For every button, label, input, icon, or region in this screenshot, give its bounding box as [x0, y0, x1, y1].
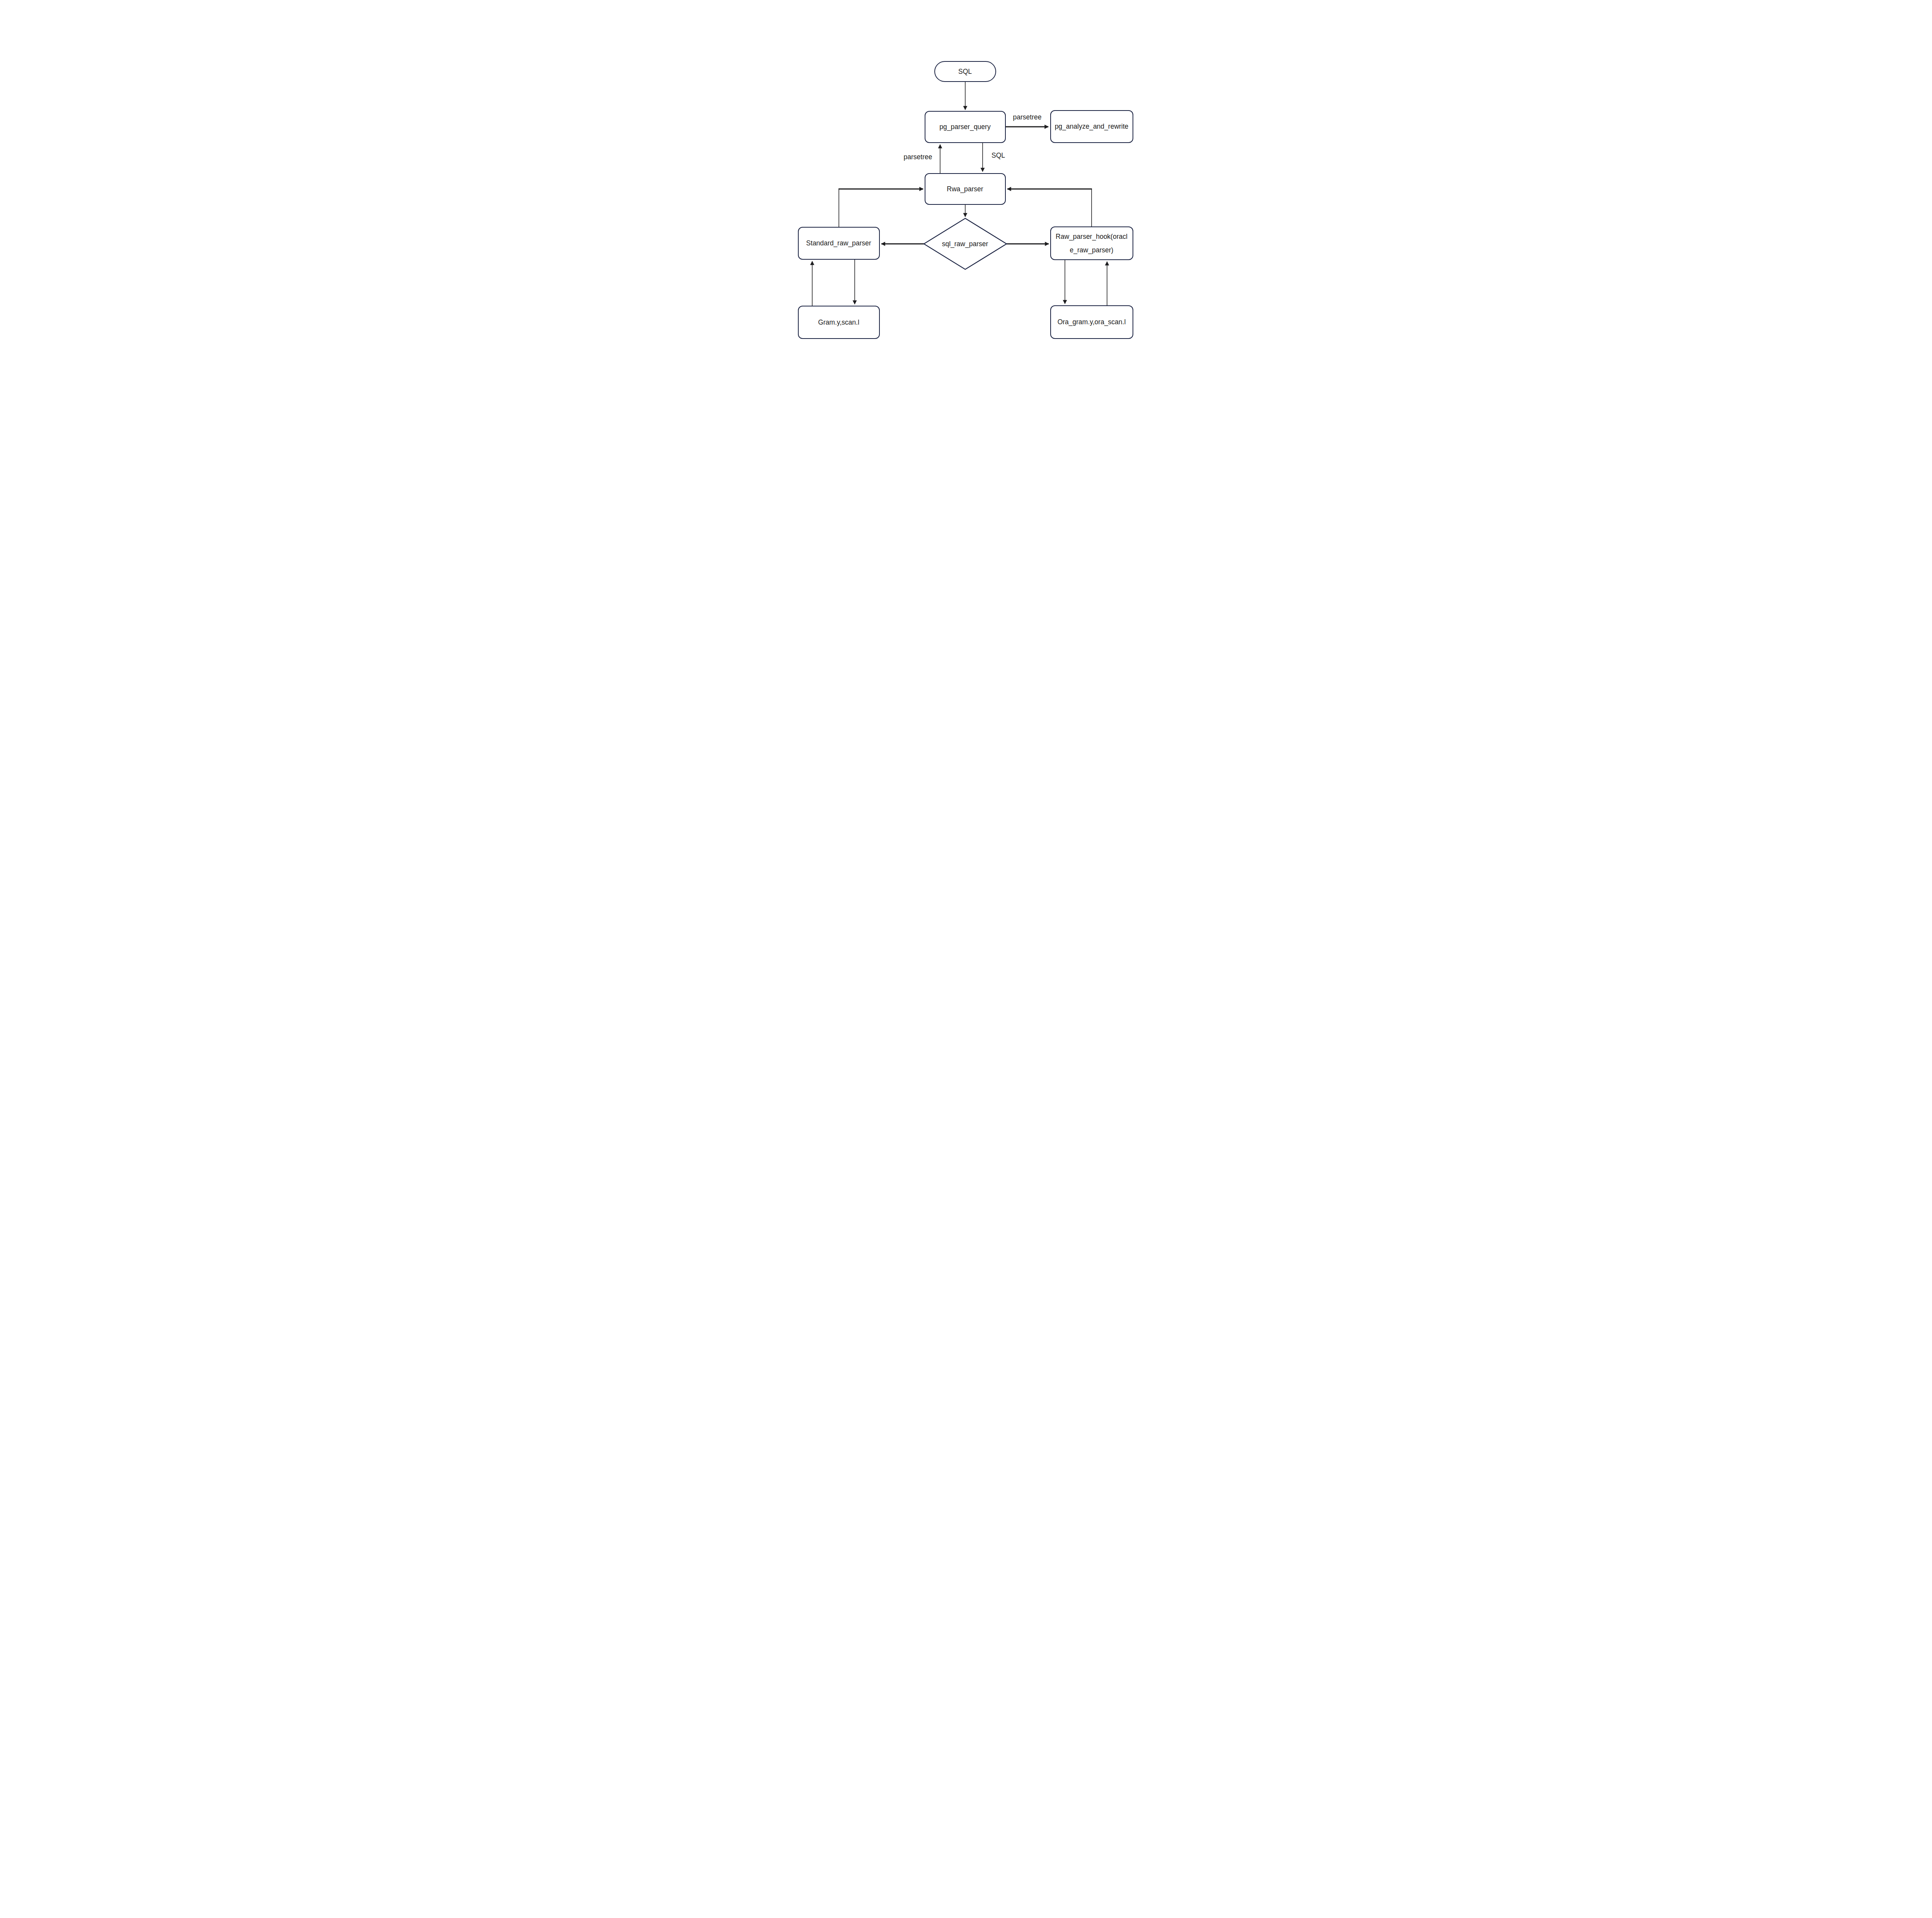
flowchart-canvas: SQL pg_parser_query pg_analyze_and_rewri… [668, 0, 1265, 422]
node-label: Raw_parser_hook(oracle_raw_parser) [1054, 230, 1129, 256]
node-label: SQL [958, 65, 972, 78]
node-label: pg_parser_query [939, 120, 990, 133]
node-pg-analyze-and-rewrite: pg_analyze_and_rewrite [1050, 110, 1133, 143]
node-sql-raw-parser: sql_raw_parser [924, 218, 1007, 269]
node-raw-parser-hook: Raw_parser_hook(oracle_raw_parser) [1050, 226, 1133, 260]
node-label: pg_analyze_and_rewrite [1055, 120, 1129, 133]
node-rwa-parser: Rwa_parser [925, 173, 1006, 205]
node-label: Standard_raw_parser [806, 237, 871, 250]
node-label: Ora_gram.y,ora_scan.l [1058, 315, 1126, 328]
node-label: Gram.y,scan.l [818, 316, 859, 329]
node-sql-start: SQL [934, 61, 996, 82]
node-standard-raw-parser: Standard_raw_parser [798, 227, 880, 260]
node-ora-gram-scan: Ora_gram.y,ora_scan.l [1050, 305, 1133, 339]
node-label: sql_raw_parser [942, 237, 988, 250]
node-label: Rwa_parser [947, 182, 983, 196]
node-gram-scan: Gram.y,scan.l [798, 306, 880, 339]
edge-label-parsetree-top: parsetree [1013, 113, 1042, 121]
edge-label-parsetree-mid: parsetree [904, 153, 932, 161]
edge-label-sql-mid: SQL [992, 151, 1005, 160]
node-pg-parser-query: pg_parser_query [925, 111, 1006, 143]
